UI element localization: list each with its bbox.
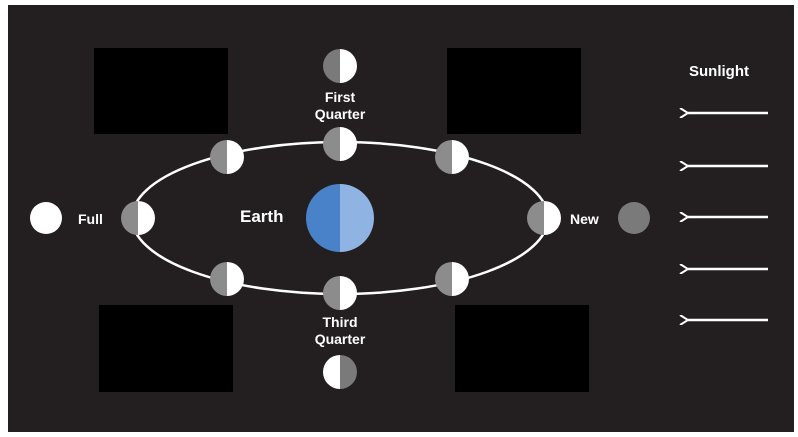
sunlight-label: Sunlight: [689, 63, 749, 81]
full-label: Full: [78, 210, 103, 228]
moon-orbit-third-quarter: [323, 276, 357, 310]
moon-orbit-lower-right: [435, 262, 469, 296]
moon-orbit-first-quarter: [323, 127, 357, 161]
moon-view-full: [30, 202, 62, 234]
moon-orbit-upper-left: [210, 140, 244, 174]
sunlight-arrows: [688, 113, 768, 320]
moon-orbit-full-position: [121, 201, 155, 235]
moon-view-first-quarter: [323, 49, 357, 83]
moon-view-new: [618, 202, 650, 234]
moon-orbit-new-position: [527, 201, 561, 235]
earth-label: Earth: [240, 208, 283, 226]
earth-globe: [306, 184, 374, 252]
third-quarter-label-line1: Third: [300, 313, 380, 331]
moon-orbit-upper-right: [435, 140, 469, 174]
third-quarter-label-line2: Quarter: [300, 330, 380, 348]
first-quarter-label-line2: Quarter: [300, 105, 380, 123]
new-label: New: [570, 210, 599, 228]
moon-orbit-lower-left: [210, 262, 244, 296]
moon-view-third-quarter: [323, 355, 357, 389]
first-quarter-label-line1: First: [300, 88, 380, 106]
